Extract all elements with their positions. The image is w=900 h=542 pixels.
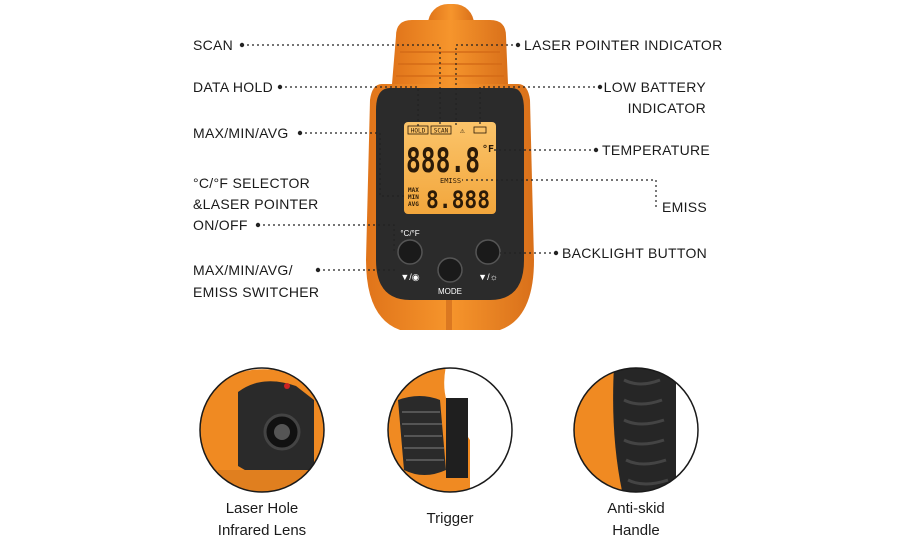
label-emiss: EMISS [662,199,708,215]
cf-button-shape [397,239,423,265]
battery-icon [473,126,487,134]
mode-button-shape [437,257,463,283]
caption-handle-line1: Anti-skid [607,500,665,517]
handle-detail-image [574,368,698,492]
lcd-scan-tag: SCAN [434,128,449,135]
caption-trigger: Trigger [426,510,474,527]
lcd-screen [404,122,496,214]
caption-lens-line2: Infrared Lens [217,522,307,539]
label-emiss-switcher-line1: MAX/MIN/AVG/ [193,262,293,278]
leader-lines [242,44,657,271]
caption-handle-line2: Handle [612,522,660,539]
caption-handle: Anti-skid Handle [556,498,716,542]
label-laser-indicator: LASER POINTER INDICATOR [524,37,723,53]
lens-detail-image [200,368,324,492]
label-cf-selector-line3: ON/OFF [193,217,248,233]
caption-lens-line1: Laser Hole [225,500,299,517]
label-cf-selector-line2: &LASER POINTER [193,196,319,212]
label-backlight: BACKLIGHT BUTTON [562,245,708,261]
label-max-min-avg: MAX/MIN/AVG [193,125,289,141]
lcd-unit: °F [482,144,494,155]
label-emiss-switcher-line2: EMISS SWITCHER [193,284,320,300]
device-body [366,4,534,330]
lcd-min-tag: MIN [408,194,419,201]
mode-button-label: MODE [438,287,462,296]
trigger-detail-image [388,368,512,492]
lcd-sub-digits: 8.888 [426,186,490,214]
caption-lens: Laser Hole Infrared Lens [182,498,342,542]
lcd-emiss-tag: EMISS [440,177,461,185]
laser-warning-icon: ⚠ [460,126,465,135]
label-cf-selector-line1: °C/°F SELECTOR [193,175,311,191]
lcd-max-tag: MAX [408,187,419,194]
lcd-avg-tag: AVG [408,201,419,208]
label-temperature: TEMPERATURE [602,142,711,158]
label-low-battery-line1: LOW BATTERY [603,79,706,95]
label-low-battery-line2: INDICATOR [627,100,706,116]
left-button-symbol: ▼/◉ [400,272,419,282]
label-data-hold: DATA HOLD [193,79,273,95]
label-scan: SCAN [193,37,234,53]
right-button-symbol: ▼/☼ [478,272,498,282]
backlight-button-shape [475,239,501,265]
lcd-hold-tag: HOLD [411,128,426,135]
lcd-main-digits: 888.8 [406,141,480,181]
cf-button-label: °C/°F [400,229,419,238]
